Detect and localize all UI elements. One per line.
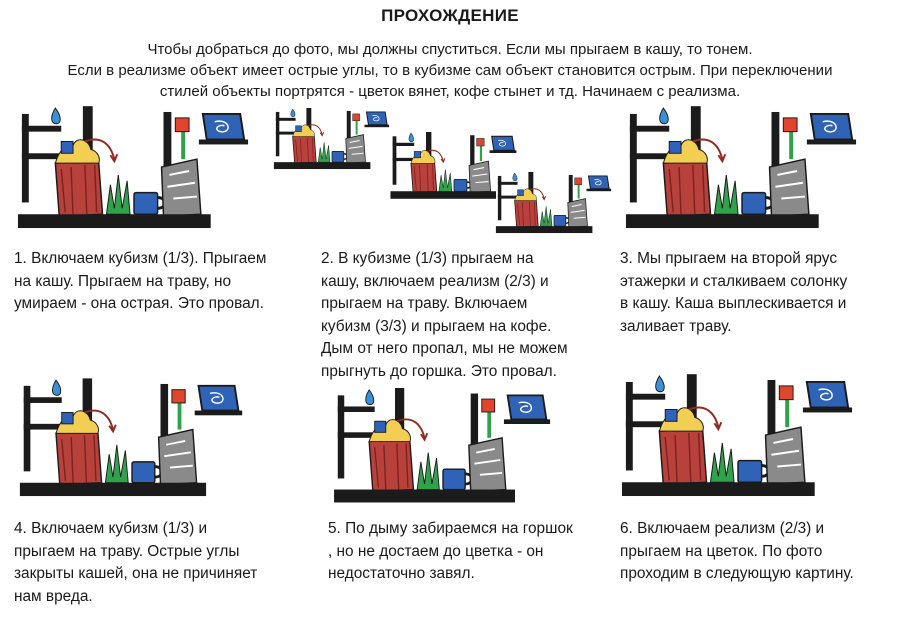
- step-3-text: 3. Мы прыгаем на второй ярус этажерки и …: [620, 250, 848, 335]
- scene-step-3-illustration: [624, 106, 860, 234]
- scene-step-1-illustration: [16, 106, 252, 234]
- scene-step-4-illustration: [18, 378, 246, 502]
- scene-step-5-illustration: [332, 388, 554, 508]
- intro-text: Чтобы добраться до фото, мы должны спуст…: [0, 39, 900, 102]
- intro-line: стилей объекты портрятся - цветок вянет,…: [159, 83, 741, 100]
- page-title: ПРОХОЖДЕНИЕ: [381, 6, 519, 25]
- scene-step-6-illustration: [620, 374, 856, 502]
- step-4-text: 4. Включаем кубизм (1/3) и прыгаем на тр…: [14, 520, 258, 605]
- intro-line: Чтобы добраться до фото, мы должны спуст…: [147, 41, 753, 58]
- scene-step-2c-illustration: [494, 172, 614, 236]
- intro-line: Если в реализме объект имеет острые углы…: [67, 62, 833, 79]
- step-5-text: 5. По дыму забираемся на горшок , но не …: [328, 520, 573, 582]
- step-1-text: 1. Включаем кубизм (1/3). Прыгаем на каш…: [14, 250, 267, 312]
- step-2-text: 2. В кубизме (1/3) прыгаем на кашу, вклю…: [321, 250, 568, 380]
- scene-step-2a-illustration: [272, 108, 392, 172]
- step-6-text: 6. Включаем реализм (2/3) и прыгаем на ц…: [620, 520, 854, 582]
